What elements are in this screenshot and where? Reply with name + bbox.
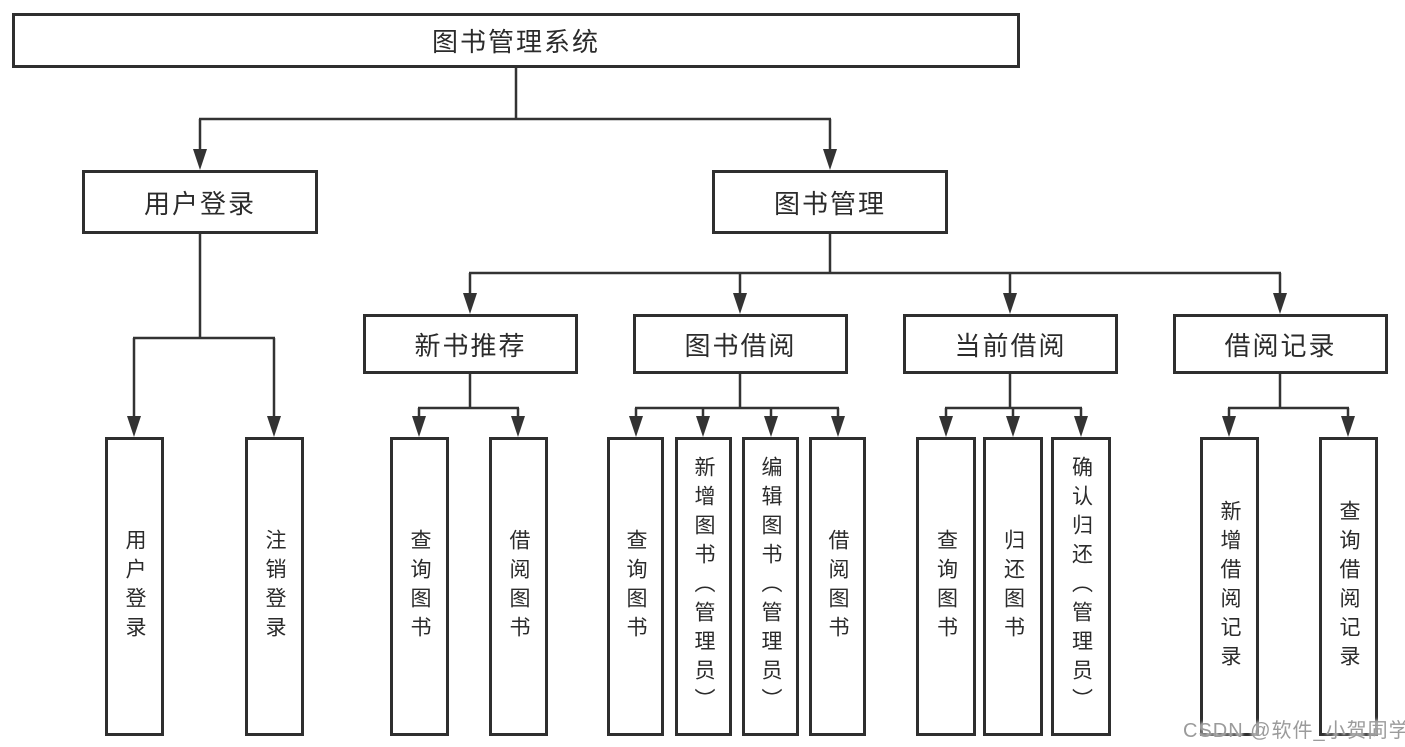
node-library-management-system: 图书管理系统 [12,13,1020,68]
leaf-borrowing-edit-books-admin: 编辑图书（管理员） [742,437,799,736]
leaf-new-books-borrow-books: 借阅图书 [489,437,548,736]
leaf-borrowing-query-books: 查询图书 [607,437,664,736]
leaf-label: 查询图书 [934,528,958,645]
node-current-borrowing: 当前借阅 [903,314,1118,374]
leaf-logout: 注销登录 [245,437,304,736]
leaf-label: 新增借阅记录 [1218,499,1241,674]
node-user-login: 用户登录 [82,170,318,234]
leaf-borrowing-borrow-books: 借阅图书 [809,437,866,736]
leaf-label: 借阅图书 [507,528,530,645]
leaf-user-login: 用户登录 [105,437,164,736]
node-book-management: 图书管理 [712,170,948,234]
leaf-label: 查询图书 [408,528,431,645]
leaf-new-books-query-books: 查询图书 [390,437,449,736]
node-book-borrowing: 图书借阅 [633,314,848,374]
leaf-current-query-books: 查询图书 [916,437,976,736]
csdn-watermark: CSDN @软件_小贺同学 [1183,720,1405,742]
leaf-label: 用户登录 [123,528,146,645]
leaf-current-confirm-return-admin: 确认归还（管理员） [1051,437,1111,736]
node-new-book-recommendation: 新书推荐 [363,314,578,374]
leaf-label: 借阅图书 [826,528,849,645]
leaf-label: 编辑图书（管理员） [759,456,782,717]
leaf-current-return-books: 归还图书 [983,437,1043,736]
leaf-label: 查询图书 [624,528,647,645]
leaf-label: 确认归还（管理员） [1069,456,1093,717]
leaf-records-add-borrow-record: 新增借阅记录 [1200,437,1259,736]
leaf-label: 注销登录 [263,528,286,645]
node-borrowing-records: 借阅记录 [1173,314,1388,374]
leaf-label: 查询借阅记录 [1337,499,1360,674]
leaf-borrowing-add-books-admin: 新增图书（管理员） [675,437,732,736]
leaf-label: 归还图书 [1001,528,1025,645]
leaf-records-query-borrow-record: 查询借阅记录 [1319,437,1378,736]
leaf-label: 新增图书（管理员） [692,456,715,717]
